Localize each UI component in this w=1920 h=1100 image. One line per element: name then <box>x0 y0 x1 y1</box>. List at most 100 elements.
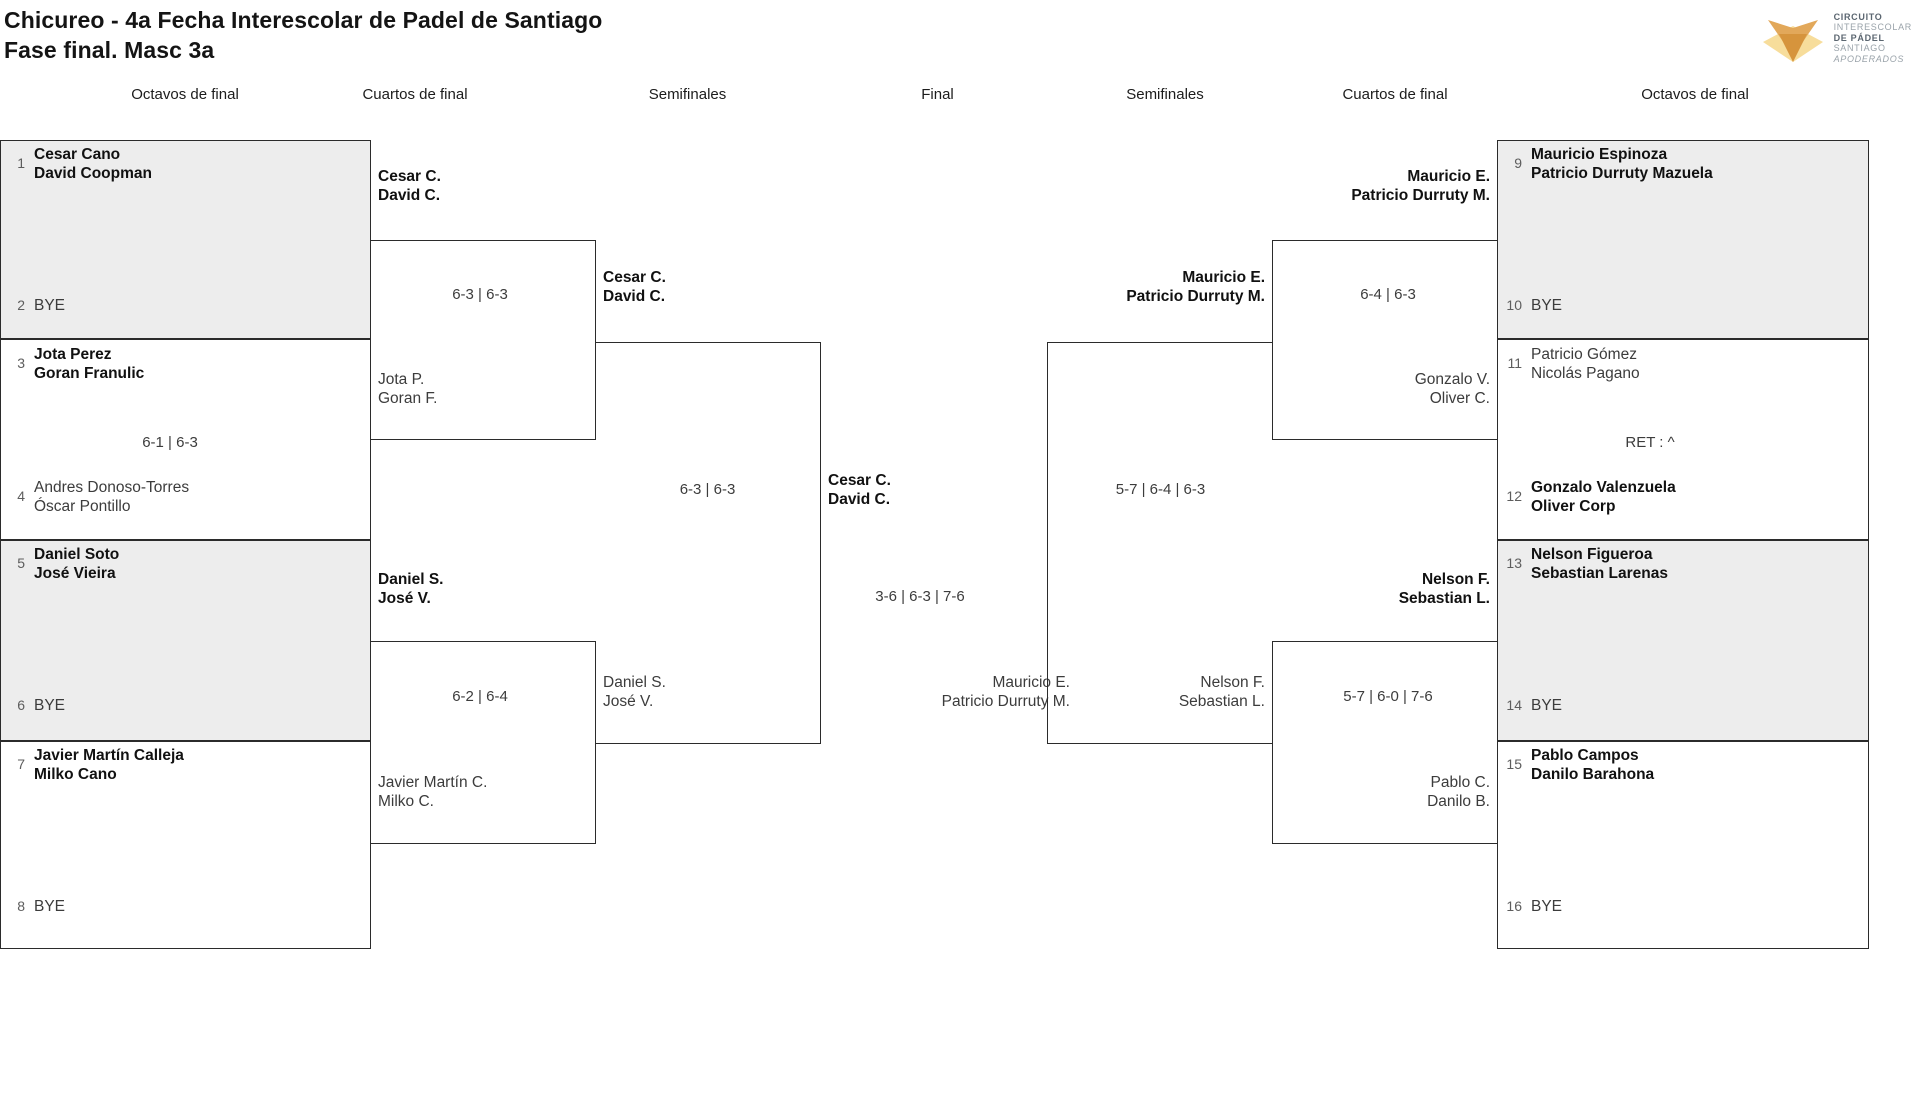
seed-number: 15 <box>1506 756 1522 772</box>
player-name-1: Mauricio E. <box>1182 269 1265 286</box>
seed-number: 6 <box>17 697 25 713</box>
entry-left-r16-seed-8[interactable]: 8 BYE <box>8 897 65 916</box>
seed-number: 13 <box>1506 555 1522 571</box>
seed-number: 8 <box>17 898 25 914</box>
seed-number: 16 <box>1506 898 1522 914</box>
player-names: Jota Perez Goran Franulic <box>34 345 144 383</box>
score-right-qf-1: 6-4 | 6-3 <box>1360 286 1416 303</box>
seed-number: 10 <box>1506 297 1522 313</box>
tournament-logo: CIRCUITO INTERESCOLAR DE PÁDEL SANTIAGO … <box>1761 8 1912 68</box>
player-name-1: Patricio Gómez <box>1531 346 1637 363</box>
match-box-left-r16-4[interactable] <box>0 741 371 949</box>
score-left-r16-match-2: 6-1 | 6-3 <box>142 434 198 451</box>
logo-line-4: SANTIAGO <box>1833 43 1886 54</box>
score-right-sf: 5-7 | 6-4 | 6-3 <box>1115 481 1206 498</box>
player-names: Patricio Gómez Nicolás Pagano <box>1531 345 1640 383</box>
match-frame-right-qf-2[interactable] <box>1272 641 1497 844</box>
advanced-left-qf-1-loser: Jota P. Goran F. <box>378 370 437 408</box>
score-left-qf-2: 6-2 | 6-4 <box>452 688 508 705</box>
entry-right-r16-seed-14[interactable]: 14 BYE <box>1505 696 1562 715</box>
match-frame-left-qf-1[interactable] <box>371 240 596 440</box>
player-name-1: Andres Donoso-Torres <box>34 479 190 496</box>
entry-left-r16-seed-2[interactable]: 2 BYE <box>8 296 65 315</box>
player-names: Andres Donoso-Torres Óscar Pontillo <box>34 478 189 516</box>
entry-right-r16-seed-15[interactable]: 15 Pablo Campos Danilo Barahona <box>1505 746 1654 784</box>
entry-right-r16-seed-12[interactable]: 12 Gonzalo Valenzuela Oliver Corp <box>1505 478 1675 516</box>
seed-number: 5 <box>17 555 25 571</box>
entry-left-r16-seed-7[interactable]: 7 Javier Martín Calleja Milko Cano <box>8 746 184 784</box>
player-name-2: Nicolás Pagano <box>1531 365 1640 382</box>
entry-right-r16-seed-13[interactable]: 13 Nelson Figueroa Sebastian Larenas <box>1505 545 1668 583</box>
player-name-2: José V. <box>378 590 431 607</box>
title-line-2: Fase final. Masc 3a <box>4 36 215 63</box>
player-name-1: Jota P. <box>378 371 425 388</box>
seed-number: 7 <box>17 756 25 772</box>
logo-line-1: CIRCUITO <box>1833 11 1883 22</box>
score-final: 3-6 | 6-3 | 7-6 <box>875 588 965 605</box>
entry-right-r16-seed-10[interactable]: 10 BYE <box>1505 296 1562 315</box>
entry-left-r16-seed-6[interactable]: 6 BYE <box>8 696 65 715</box>
player-name-1: Daniel S. <box>378 571 444 588</box>
bye-label: BYE <box>1531 898 1563 915</box>
match-box-right-r16-1[interactable] <box>1497 140 1869 339</box>
player-names: BYE <box>34 296 65 315</box>
advanced-right-sf-loser: Nelson F. Sebastian L. <box>1000 673 1265 711</box>
player-name-2: Goran Franulic <box>34 365 145 382</box>
logo-line-2: INTERESCOLAR <box>1833 22 1912 33</box>
player-name-1: Cesar Cano <box>34 146 121 163</box>
seed-number: 3 <box>17 355 25 371</box>
match-box-right-r16-3[interactable] <box>1497 540 1869 741</box>
player-name-1: Daniel S. <box>603 674 666 691</box>
entry-left-r16-seed-5[interactable]: 5 Daniel Soto José Vieira <box>8 545 119 583</box>
round-heading-final: Final <box>921 86 954 103</box>
match-frame-left-qf-2[interactable] <box>371 641 596 844</box>
player-name-2: Goran F. <box>378 390 438 407</box>
player-name-1: Mauricio E. <box>1407 168 1490 185</box>
player-names: Mauricio Espinoza Patricio Durruty Mazue… <box>1531 145 1713 183</box>
player-name-1: Pablo Campos <box>1531 747 1639 764</box>
player-names: BYE <box>34 897 65 916</box>
logo-line-5: APODERADOS <box>1833 53 1905 64</box>
bye-label: BYE <box>1531 297 1563 314</box>
round-heading-right-qf: Cuartos de final <box>1342 86 1448 103</box>
match-box-right-r16-2[interactable] <box>1497 339 1869 540</box>
entry-right-r16-seed-9[interactable]: 9 Mauricio Espinoza Patricio Durruty Maz… <box>1505 145 1713 183</box>
player-name-2: Patricio Durruty M. <box>941 693 1070 710</box>
logo-line-3: DE PÁDEL <box>1833 32 1885 43</box>
player-name-1: Cesar C. <box>378 168 441 185</box>
player-name-1: Nelson Figueroa <box>1531 546 1653 563</box>
score-left-qf-1: 6-3 | 6-3 <box>452 286 508 303</box>
page-title: Chicureo - 4a Fecha Interescolar de Pade… <box>4 6 904 66</box>
player-name-2: Patricio Durruty M. <box>1351 187 1490 204</box>
match-box-left-r16-2[interactable] <box>0 339 371 540</box>
entry-right-r16-seed-16[interactable]: 16 BYE <box>1505 897 1562 916</box>
entry-left-r16-seed-3[interactable]: 3 Jota Perez Goran Franulic <box>8 345 144 383</box>
score-right-r16-match-2: RET : ^ <box>1625 434 1675 451</box>
entry-right-r16-seed-11[interactable]: 11 Patricio Gómez Nicolás Pagano <box>1505 345 1640 383</box>
advanced-final-winner: Cesar C. David C. <box>828 471 891 509</box>
advanced-final-loser: Mauricio E. Patricio Durruty M. <box>790 673 1070 711</box>
score-left-sf: 6-3 | 6-3 <box>679 481 736 498</box>
player-names: BYE <box>1531 897 1562 916</box>
advanced-right-qf-2-winner: Nelson F. Sebastian L. <box>1225 570 1490 608</box>
advanced-right-qf-1-loser: Gonzalo V. Oliver C. <box>1225 370 1490 408</box>
round-heading-left-qf: Cuartos de final <box>362 86 468 103</box>
player-name-2: Sebastian L. <box>1398 590 1490 607</box>
match-frame-right-qf-1[interactable] <box>1272 240 1497 440</box>
player-names: BYE <box>1531 296 1562 315</box>
advanced-left-qf-2-loser: Javier Martín C. Milko C. <box>378 773 487 811</box>
player-name-1: Pablo C. <box>1430 774 1490 791</box>
match-frame-right-sf[interactable] <box>1047 342 1272 744</box>
match-frame-left-sf[interactable] <box>596 342 821 744</box>
player-name-2: Oliver Corp <box>1531 498 1616 515</box>
round-heading-right-r16: Octavos de final <box>1641 86 1749 103</box>
match-box-right-r16-4[interactable] <box>1497 741 1869 949</box>
entry-left-r16-seed-4[interactable]: 4 Andres Donoso-Torres Óscar Pontillo <box>8 478 189 516</box>
player-name-1: Nelson F. <box>1421 571 1490 588</box>
match-box-left-r16-1[interactable] <box>0 140 371 339</box>
entry-left-r16-seed-1[interactable]: 1 Cesar Cano David Coopman <box>8 145 152 183</box>
player-name-1: Javier Martín C. <box>378 774 488 791</box>
player-name-1: Daniel Soto <box>34 546 120 563</box>
player-name-1: Gonzalo V. <box>1414 371 1490 388</box>
match-box-left-r16-3[interactable] <box>0 540 371 741</box>
